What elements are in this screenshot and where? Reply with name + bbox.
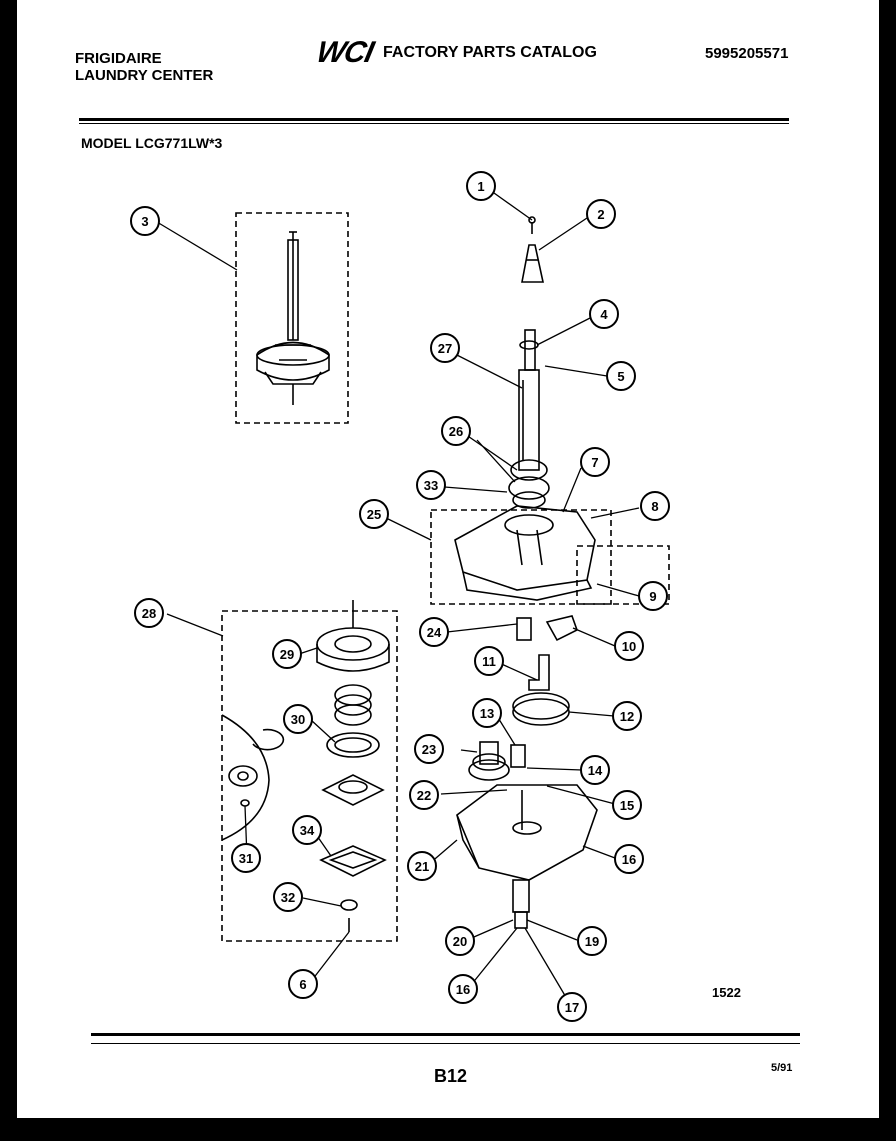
svg-text:30: 30: [291, 712, 305, 727]
agitator-shaft-assembly-drawing: [256, 231, 330, 405]
svg-text:15: 15: [620, 798, 634, 813]
svg-text:24: 24: [427, 625, 442, 640]
callout-10: 10: [614, 631, 644, 661]
svg-text:31: 31: [239, 851, 253, 866]
callout-4: 4: [589, 299, 619, 329]
parts-diagram-page: FRIGIDAIRE LAUNDRY CENTER WCI FACTORY PA…: [17, 0, 879, 1118]
assembly-25-box: [430, 509, 612, 605]
callout-13: 13: [472, 698, 502, 728]
callout-25: 25: [359, 499, 389, 529]
catalog-number: 5995205571: [705, 45, 789, 62]
callout-3: 3: [130, 206, 160, 236]
callout-16-bottom: 16: [448, 974, 478, 1004]
callout-32: 32: [273, 882, 303, 912]
footer-rule-thin: [91, 1043, 800, 1044]
callout-6: 6: [288, 969, 318, 999]
callout-22: 22: [409, 780, 439, 810]
assembly-3-box: [235, 212, 349, 424]
gear-stack-drawing: [468, 615, 578, 781]
svg-text:6: 6: [299, 977, 306, 992]
assembly-28-box: [221, 610, 398, 942]
callout-20: 20: [445, 926, 475, 956]
figure-number: 1522: [712, 985, 741, 1000]
svg-text:33: 33: [424, 478, 438, 493]
leader-lines: [156, 187, 640, 1005]
seal-kit-drawing: [221, 600, 390, 932]
svg-text:17: 17: [565, 1000, 579, 1015]
assembly-9-box: [576, 545, 670, 605]
callout-23: 23: [414, 734, 444, 764]
svg-text:27: 27: [438, 341, 452, 356]
callout-14: 14: [580, 755, 610, 785]
brand-block: FRIGIDAIRE LAUNDRY CENTER: [75, 50, 213, 84]
callout-24: 24: [419, 617, 449, 647]
callout-19: 19: [577, 926, 607, 956]
svg-text:1: 1: [477, 179, 484, 194]
revision-date: 5/91: [771, 1062, 793, 1074]
svg-text:22: 22: [417, 788, 431, 803]
svg-text:16: 16: [456, 982, 470, 997]
callout-17: 17: [557, 992, 587, 1022]
svg-text:5: 5: [617, 369, 624, 384]
gear-case-drawing: [456, 784, 598, 929]
svg-text:7: 7: [591, 455, 598, 470]
svg-text:29: 29: [280, 647, 294, 662]
callout-7: 7: [580, 447, 610, 477]
callout-9: 9: [638, 581, 668, 611]
header-rule: [79, 118, 789, 121]
callout-34: 34: [292, 815, 322, 845]
svg-text:25: 25: [367, 507, 381, 522]
svg-text:4: 4: [600, 307, 608, 322]
callout-30: 30: [283, 704, 313, 734]
callout-29: 29: [272, 639, 302, 669]
catalog-title: FACTORY PARTS CATALOG: [383, 44, 597, 61]
callout-12: 12: [612, 701, 642, 731]
callout-21: 21: [407, 851, 437, 881]
callout-markers: 1 2 3 4 5 6 7 8 9 10 11 12 13 14 15 16 1…: [130, 171, 670, 1022]
cap-screw-and-cone-drawing: [521, 216, 544, 283]
callout-8: 8: [640, 491, 670, 521]
svg-text:14: 14: [588, 763, 603, 778]
svg-text:32: 32: [281, 890, 295, 905]
brand-name: FRIGIDAIRE: [75, 50, 162, 67]
svg-text:10: 10: [622, 639, 636, 654]
svg-text:34: 34: [300, 823, 315, 838]
exploded-view-diagram: 1 2 3 4 5 6 7 8 9 10 11 12 13 14 15 16 1…: [130, 171, 670, 1022]
callout-27: 27: [430, 333, 460, 363]
model-number: MODEL LCG771LW*3: [81, 135, 223, 151]
svg-text:16: 16: [622, 852, 636, 867]
callout-15: 15: [612, 790, 642, 820]
callout-16-right: 16: [614, 844, 644, 874]
svg-text:23: 23: [422, 742, 436, 757]
svg-text:28: 28: [142, 606, 156, 621]
callout-31: 31: [231, 843, 261, 873]
callout-33: 33: [416, 470, 446, 500]
callout-2: 2: [586, 199, 616, 229]
svg-text:2: 2: [597, 207, 604, 222]
svg-text:21: 21: [415, 859, 429, 874]
footer-rule: [91, 1033, 800, 1036]
callout-26: 26: [441, 416, 471, 446]
callout-11: 11: [474, 646, 504, 676]
product-line: LAUNDRY CENTER: [75, 67, 214, 84]
svg-text:3: 3: [141, 214, 148, 229]
svg-text:9: 9: [649, 589, 656, 604]
svg-text:19: 19: [585, 934, 599, 949]
svg-text:20: 20: [453, 934, 467, 949]
svg-text:26: 26: [449, 424, 463, 439]
svg-text:12: 12: [620, 709, 634, 724]
svg-text:13: 13: [480, 706, 494, 721]
svg-text:8: 8: [651, 499, 658, 514]
callout-1: 1: [466, 171, 496, 201]
header-rule-thin: [79, 123, 789, 124]
page-number: B12: [434, 1066, 468, 1086]
transmission-cover-drawing: [454, 505, 596, 601]
callout-28: 28: [134, 598, 164, 628]
svg-text:11: 11: [482, 654, 496, 669]
callout-5: 5: [606, 361, 636, 391]
